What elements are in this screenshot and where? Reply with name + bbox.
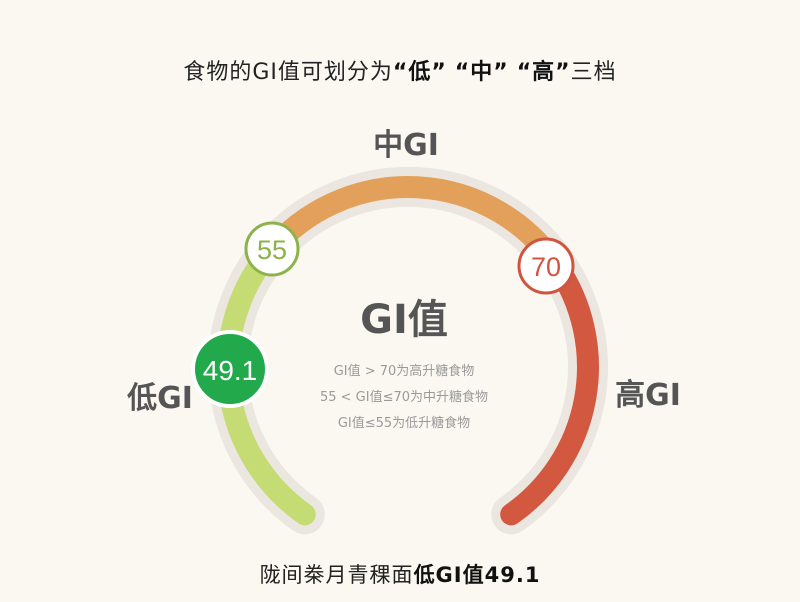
marker-current-value: 49.1: [191, 330, 269, 408]
gauge-segment-high: [500, 255, 599, 526]
heading-level-mid: “中”: [454, 60, 509, 85]
zone-label-high: 高GI: [615, 378, 681, 413]
marker-current-value-label: 49.1: [203, 355, 258, 386]
heading-level-high: “高”: [516, 60, 571, 85]
zone-label-mid: 中GI: [373, 128, 439, 163]
footer-prefix: 陇间桊月青稞面: [259, 563, 414, 587]
marker-high-threshold-label: 70: [531, 252, 561, 282]
heading-suffix: 三档: [570, 60, 617, 85]
gauge-segment-mid: [261, 176, 567, 273]
page-heading: 食物的GI值可划分为“低” “中” “高”三档: [0, 54, 800, 86]
marker-high-threshold: 70: [517, 237, 575, 295]
center-title: GI值: [360, 297, 448, 343]
rule-mid: 55 < GI值≤70为中升糖食物: [320, 389, 488, 405]
heading-prefix: 食物的GI值可划分为: [183, 60, 393, 85]
footer-caption: 陇间桊月青稞面低GI值49.1: [0, 559, 800, 589]
zone-label-low: 低GI: [126, 381, 193, 416]
marker-low-threshold-label: 55: [257, 235, 287, 265]
heading-level-low: “低”: [392, 60, 447, 85]
footer-highlight: 低GI值49.1: [413, 563, 541, 587]
rule-high: GI值 > 70为高升糖食物: [334, 363, 475, 379]
marker-low-threshold: 55: [244, 221, 300, 277]
rule-low: GI值≤55为低升糖食物: [338, 415, 470, 431]
